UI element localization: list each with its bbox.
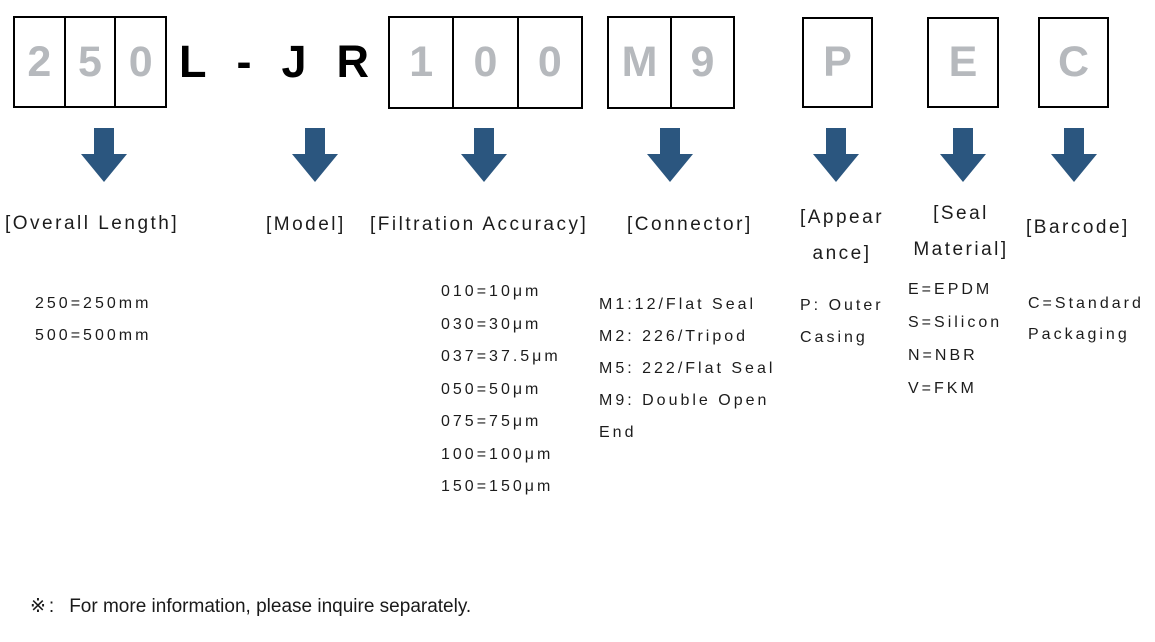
option-line: C=Standard xyxy=(1028,295,1144,312)
option-line: M2: 226/Tripod xyxy=(599,328,749,345)
option-line: V=FKM xyxy=(908,380,977,397)
options-connector: M1:12/Flat Seal M2: 226/Tripod M5: 222/F… xyxy=(599,289,775,449)
option-line: 010=10μm xyxy=(441,283,542,300)
label-appearance: [Appear ance] xyxy=(790,200,894,272)
option-line: 030=30μm xyxy=(441,315,542,333)
code-cell: 1 xyxy=(409,38,434,86)
option-line: 037=37.5μm xyxy=(441,348,561,365)
reference-mark: ※: xyxy=(30,596,58,617)
down-arrow-icon xyxy=(81,128,127,182)
option-line: Casing xyxy=(800,328,868,346)
code-box-connector: M 9 xyxy=(607,16,735,109)
code-cell: E xyxy=(948,38,978,86)
label-model: [Model] xyxy=(266,214,346,235)
label-seal-material: [Seal Material] xyxy=(900,196,1022,268)
code-cell: 0 xyxy=(114,18,165,106)
down-arrow-icon xyxy=(647,128,693,182)
label-line: [Seal xyxy=(933,203,989,224)
option-line: 075=75μm xyxy=(441,413,542,430)
down-arrow-icon xyxy=(940,128,986,182)
option-line: M1:12/Flat Seal xyxy=(599,296,757,313)
code-cell: M xyxy=(621,38,658,86)
code-box-seal-material: E xyxy=(927,17,999,108)
option-line: N=NBR xyxy=(908,347,978,364)
code-box-overall-length: 2 5 0 xyxy=(13,16,167,108)
options-filtration-accuracy: 010=10μm 030=30μm 037=37.5μm 050=50μm 07… xyxy=(441,276,561,504)
option-line: 050=50μm xyxy=(441,380,542,398)
option-line: End xyxy=(599,424,637,441)
down-arrow-shape xyxy=(461,128,507,182)
code-box-barcode: C xyxy=(1038,17,1109,108)
label-filtration-accuracy: [Filtration Accuracy] xyxy=(370,214,589,235)
label-barcode: [Barcode] xyxy=(1026,217,1130,238)
code-cell: C xyxy=(1057,38,1090,86)
down-arrow-shape xyxy=(1051,128,1097,182)
option-line: 100=100μm xyxy=(441,445,554,463)
option-line: M9: Double Open xyxy=(599,392,770,409)
down-arrow-shape xyxy=(647,128,693,182)
option-line: P: Outer xyxy=(800,297,884,314)
options-overall-length: 250=250mm 500=500mm xyxy=(35,288,151,352)
options-seal-material: E=EPDM S=Silicon N=NBR V=FKM xyxy=(908,273,1002,405)
footnote: ※: For more information, please inquire s… xyxy=(30,595,471,618)
down-arrow-icon xyxy=(292,128,338,182)
code-box-filtration-accuracy: 1 0 0 xyxy=(388,16,583,109)
code-cell: 9 xyxy=(670,18,733,107)
footnote-text: For more information, please inquire sep… xyxy=(69,596,472,617)
option-line: E=EPDM xyxy=(908,281,993,298)
label-line: Material] xyxy=(913,239,1009,260)
down-arrow-shape xyxy=(813,128,859,182)
code-cell: P xyxy=(823,38,852,86)
option-line: 250=250mm xyxy=(35,295,152,312)
option-line: 150=150μm xyxy=(441,478,554,495)
code-cell: 5 xyxy=(63,18,115,106)
option-line: 500=500mm xyxy=(35,327,152,344)
options-barcode: C=Standard Packaging xyxy=(1028,288,1144,350)
code-cell: 0 xyxy=(452,18,516,107)
label-line: ance] xyxy=(812,243,872,264)
down-arrow-shape xyxy=(292,128,338,182)
code-box-appearance: P xyxy=(802,17,873,108)
option-line: S=Silicon xyxy=(908,314,1003,331)
label-overall-length: [Overall Length] xyxy=(5,213,180,234)
down-arrow-shape xyxy=(81,128,127,182)
down-arrow-shape xyxy=(940,128,986,182)
option-line: Packaging xyxy=(1028,326,1130,343)
down-arrow-icon xyxy=(1051,128,1097,182)
code-cell: 2 xyxy=(27,37,52,86)
options-appearance: P: Outer Casing xyxy=(800,290,884,353)
option-line: M5: 222/Flat Seal xyxy=(599,360,776,377)
label-line: [Appear xyxy=(799,207,885,228)
model-code-text: L-JR xyxy=(179,36,399,87)
down-arrow-icon xyxy=(461,128,507,182)
down-arrow-icon xyxy=(813,128,859,182)
label-connector: [Connector] xyxy=(627,214,753,235)
code-cell: 0 xyxy=(516,18,581,107)
